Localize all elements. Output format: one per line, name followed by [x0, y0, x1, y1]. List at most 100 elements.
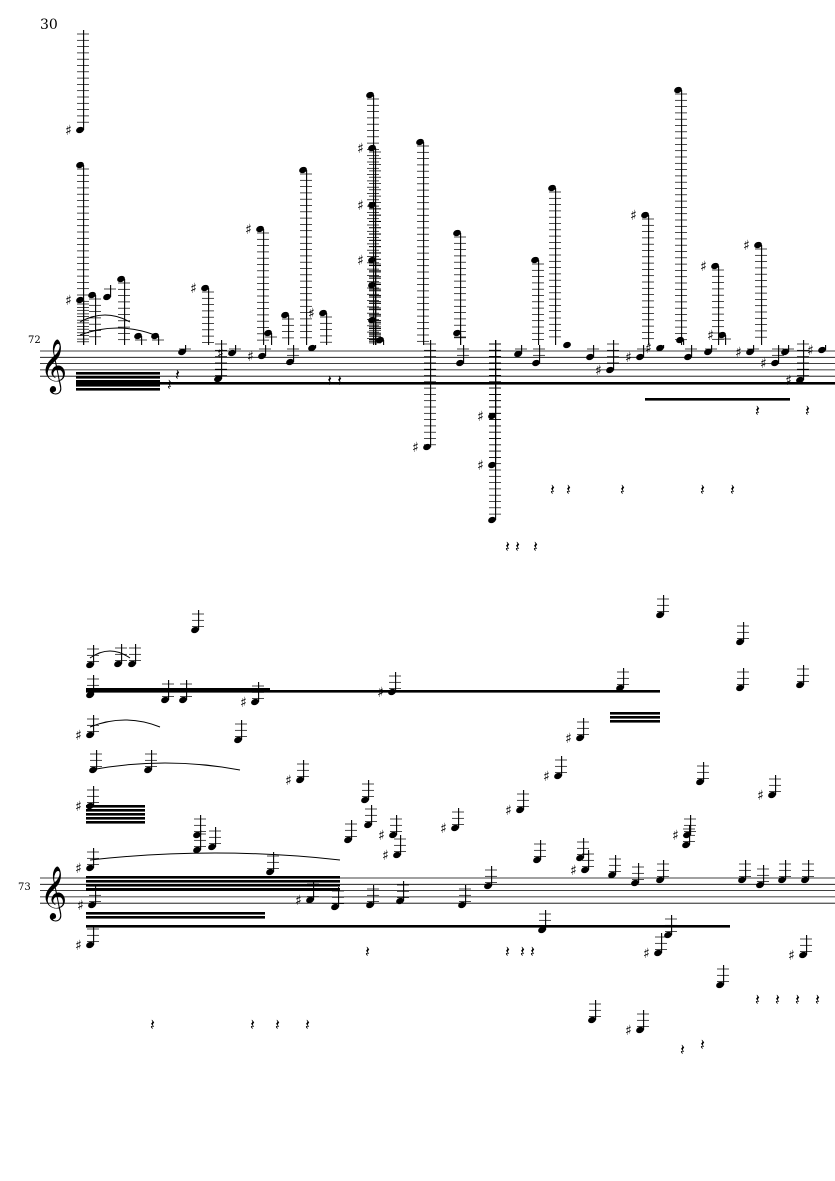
sharp-icon: ♯: [75, 799, 82, 815]
notehead: [144, 766, 152, 774]
notehead: [388, 688, 396, 696]
beam: [76, 382, 835, 385]
sharp-icon: ♯: [357, 198, 364, 214]
notehead: [366, 91, 374, 99]
notehead: [532, 359, 540, 367]
notehead: [281, 311, 289, 319]
notehead: [538, 926, 546, 934]
sharp-icon: ♯: [245, 222, 252, 238]
beam: [86, 813, 145, 816]
notehead: [193, 846, 201, 854]
treble-clef-icon: 𝄞: [40, 865, 67, 921]
notehead: [128, 660, 136, 668]
notehead: [88, 901, 96, 909]
notehead: [368, 281, 376, 289]
sharp-icon: ♯: [440, 821, 447, 837]
notehead: [451, 824, 459, 832]
notehead: [331, 903, 339, 911]
notehead: [736, 638, 744, 646]
notehead: [103, 293, 111, 301]
quarter-rest-icon: 𝄽: [530, 942, 535, 961]
notehead: [586, 353, 594, 361]
notehead: [364, 821, 372, 829]
notehead: [368, 201, 376, 209]
treble-clef-icon: 𝄞: [40, 338, 67, 394]
quarter-rest-icon: 𝄽: [167, 375, 172, 394]
notehead: [299, 166, 307, 174]
sharp-icon: ♯: [378, 828, 385, 844]
beam: [86, 690, 660, 693]
sharp-icon: ♯: [645, 341, 652, 357]
beam: [86, 884, 340, 887]
notehead: [453, 329, 461, 337]
quarter-rest-icon: 𝄽: [700, 480, 705, 499]
notehead: [608, 871, 616, 879]
sharp-icon: ♯: [75, 728, 82, 744]
beam: [86, 821, 145, 824]
sharp-icon: ♯: [295, 893, 302, 909]
sharp-icon: ♯: [565, 731, 572, 747]
notehead: [656, 876, 664, 884]
notehead: [251, 698, 259, 706]
notehead: [754, 241, 762, 249]
sharp-icon: ♯: [700, 259, 707, 275]
sharp-icon: ♯: [240, 695, 247, 711]
quarter-rest-icon: 𝄽: [505, 942, 510, 961]
notehead: [76, 296, 84, 304]
beam: [86, 805, 145, 808]
sharp-icon: ♯: [757, 788, 764, 804]
notehead: [818, 346, 826, 354]
notehead: [796, 681, 804, 689]
notehead: [736, 684, 744, 692]
notehead: [416, 138, 424, 146]
notehead: [366, 901, 374, 909]
notehead: [201, 284, 209, 292]
notehead: [696, 778, 704, 786]
quarter-rest-icon: 𝄽: [775, 990, 780, 1009]
notehead: [514, 350, 522, 358]
notehead: [361, 796, 369, 804]
notehead: [134, 332, 142, 340]
beam: [76, 384, 160, 387]
sharp-icon: ♯: [75, 938, 82, 954]
beam: [86, 817, 145, 820]
quarter-rest-icon: 𝄽: [700, 1035, 705, 1054]
notehead: [86, 802, 94, 810]
notehead: [393, 851, 401, 859]
notehead: [484, 882, 492, 890]
sharp-icon: ♯: [382, 848, 389, 864]
sharp-icon: ♯: [377, 685, 384, 701]
notehead: [756, 881, 764, 889]
beam: [76, 372, 160, 375]
sharp-icon: ♯: [707, 328, 714, 344]
notehead: [636, 353, 644, 361]
quarter-rest-icon: 𝄽: [275, 1015, 280, 1034]
tie-curve: [89, 852, 341, 861]
sharp-icon: ♯: [217, 346, 224, 362]
notehead: [214, 375, 222, 383]
notehead: [488, 412, 496, 420]
notehead: [256, 225, 264, 233]
notehead: [711, 262, 719, 270]
notehead: [344, 836, 352, 844]
beam: [76, 388, 160, 391]
sharp-icon: ♯: [308, 306, 315, 322]
sharp-icon: ♯: [357, 141, 364, 157]
notehead: [296, 776, 304, 784]
quarter-rest-icon: 𝄽: [795, 990, 800, 1009]
notehead: [684, 353, 692, 361]
beam: [76, 376, 160, 379]
sharp-icon: ♯: [743, 238, 750, 254]
quarter-rest-icon: 𝄽: [620, 480, 625, 499]
notehead: [799, 951, 807, 959]
notehead: [456, 359, 464, 367]
notehead: [86, 864, 94, 872]
notehead: [674, 86, 682, 94]
notehead: [114, 660, 122, 668]
notehead: [716, 981, 724, 989]
notehead: [801, 876, 809, 884]
page-number: 30: [40, 17, 58, 33]
notehead: [319, 309, 327, 317]
notehead: [641, 211, 649, 219]
notehead: [554, 772, 562, 780]
